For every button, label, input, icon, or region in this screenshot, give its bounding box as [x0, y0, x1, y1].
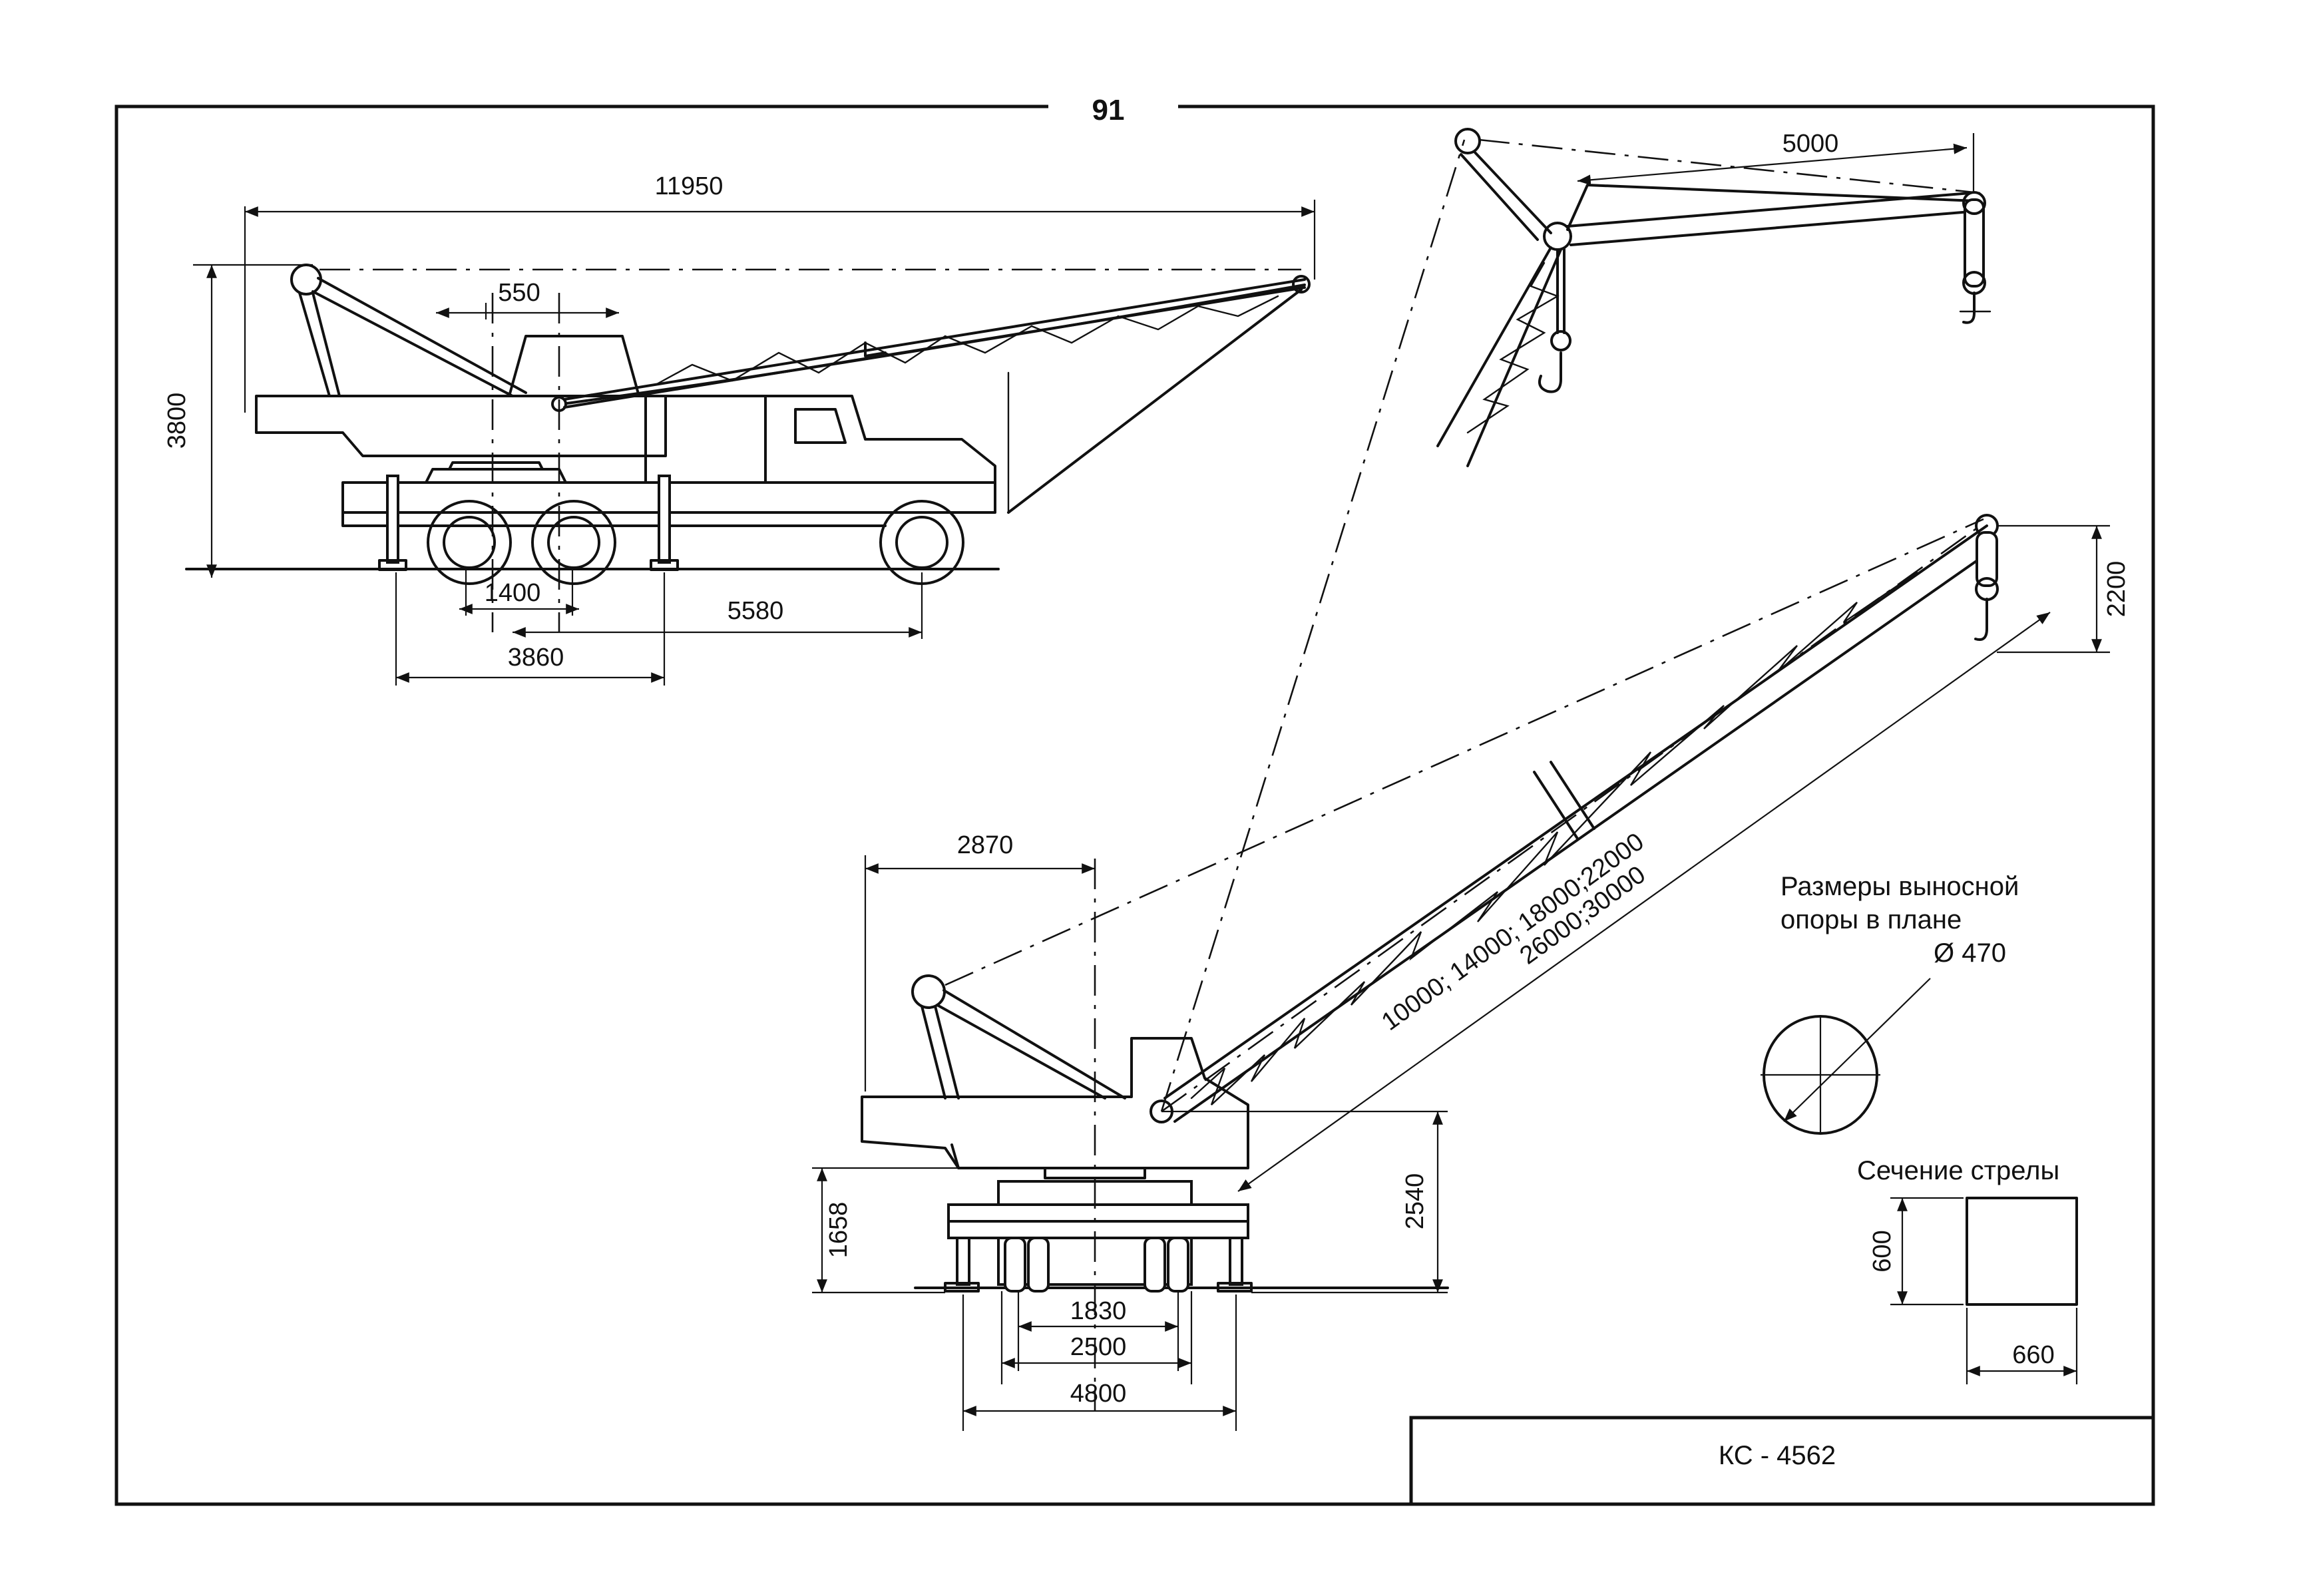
dim-height: 3800 — [163, 393, 191, 449]
working-crane-dimensions — [812, 524, 2110, 1431]
dim-wheel-spacing: 1400 — [485, 579, 541, 607]
dim-jib-length: 5000 — [1782, 130, 1839, 158]
dim-track-4800: 4800 — [1070, 1380, 1127, 1408]
dim-outrigger-span: 3860 — [508, 644, 564, 672]
outrigger-diameter: Ø 470 — [1934, 938, 2006, 968]
dim-overall-length: 11950 — [655, 172, 724, 200]
truck-crane-side-view — [185, 264, 1311, 632]
dim-offset-top: 550 — [498, 279, 540, 307]
truck-crane-dimensions — [193, 200, 1316, 686]
outrigger-note-line2: опоры в плане — [1780, 905, 1962, 934]
model-title: КС - 4562 — [1719, 1441, 1836, 1470]
outrigger-note-line1: Размеры выносной — [1780, 872, 2019, 901]
dim-radius: 2870 — [957, 831, 1014, 859]
dim-wheelbase: 5580 — [728, 597, 784, 625]
dim-track-1830: 1830 — [1070, 1297, 1127, 1325]
dim-pivot-height-right: 2540 — [1401, 1173, 1429, 1230]
dim-boom-section-height: 600 — [1868, 1230, 1896, 1272]
dim-boom-section-width: 660 — [2012, 1341, 2054, 1369]
boom-jib-detail — [1436, 128, 1991, 467]
outrigger-pad-drawing — [1761, 978, 1931, 1135]
page-number: 91 — [1092, 94, 1125, 126]
dim-track-2500: 2500 — [1070, 1333, 1127, 1361]
boom-section-title: Сечение стрелы — [1857, 1156, 2059, 1185]
dim-pivot-height-left: 1658 — [825, 1202, 853, 1259]
dim-hook-height: 2200 — [2103, 561, 2131, 618]
boom-section-drawing — [1890, 1197, 2078, 1384]
dim-boom-lengths-1: 10000; 14000; 18000;22000 — [1376, 828, 1649, 1036]
drawing-frame — [114, 104, 2155, 1506]
